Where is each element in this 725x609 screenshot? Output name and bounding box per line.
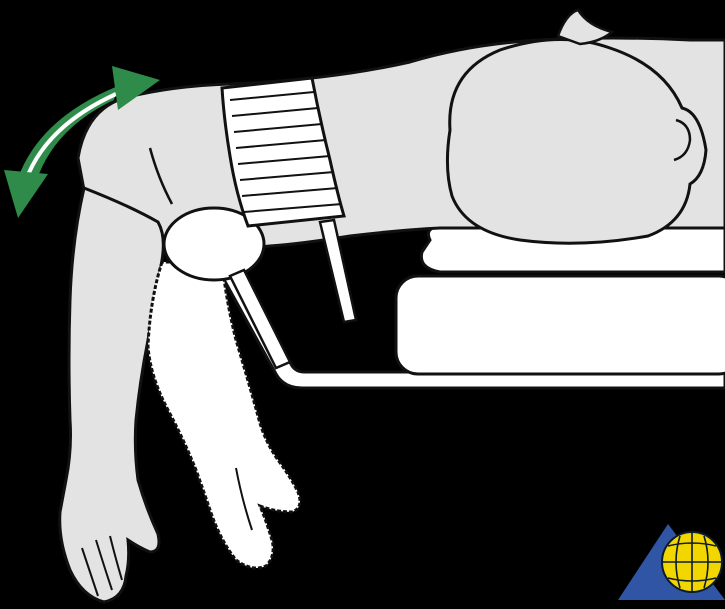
hanging-arm	[60, 188, 164, 602]
arm-support-body	[148, 262, 300, 568]
arm-support	[148, 208, 300, 568]
operating-table	[222, 226, 725, 388]
arrow-head-bottom	[4, 170, 48, 218]
triangle-globe-logo	[618, 524, 725, 600]
table-mattress	[396, 276, 725, 374]
